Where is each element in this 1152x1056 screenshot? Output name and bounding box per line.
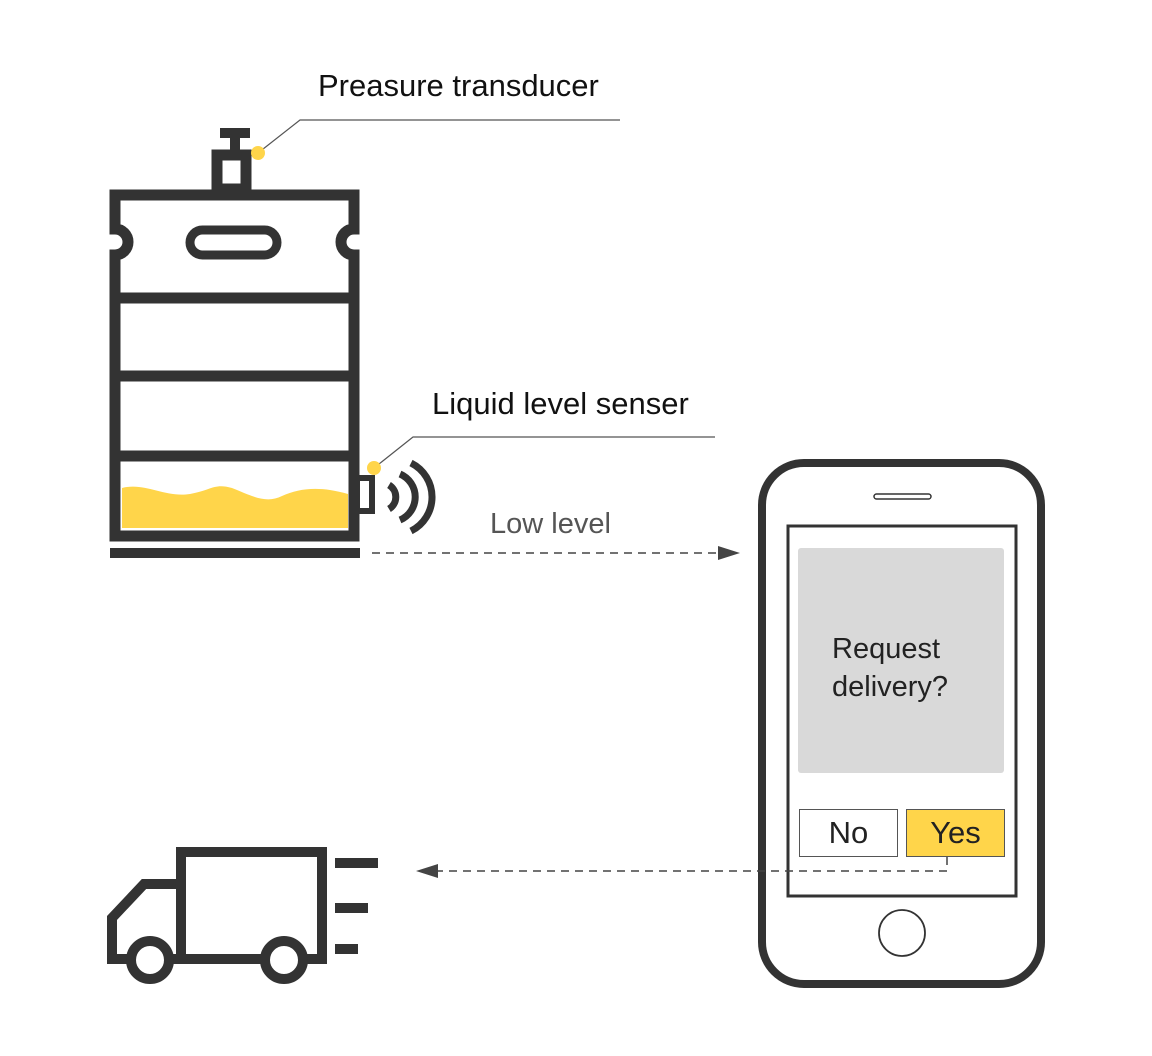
speed-line-1 [335,858,378,868]
phone-frame [758,459,1045,988]
speed-line-2 [335,903,368,913]
truck-body [107,847,327,964]
low-level-arrowhead [718,546,740,560]
low-level-arrow [372,546,740,560]
keg-liquid-fill [122,486,348,528]
keg-valve-cap [220,128,250,138]
signal-arc-1 [386,482,400,512]
phone-home-button[interactable] [878,909,926,957]
pressure-callout [257,119,620,154]
liquid-leader-line [373,436,715,469]
no-button[interactable]: No [799,809,898,857]
keg-valve-body [211,149,252,195]
delivery-truck-icon [107,847,378,984]
prompt-line-1: Request [832,633,941,665]
delivery-arrow [416,857,948,878]
keg-base [110,548,360,558]
keg-body [109,189,360,542]
wireless-signal-icon [386,459,436,535]
delivery-arrow-line [438,857,948,872]
liquid-callout [373,436,715,469]
speed-line-3 [335,944,358,954]
pressure-leader-line [257,119,620,154]
request-delivery-prompt: Request delivery? [832,630,948,706]
truck-front-wheel [260,936,308,984]
liquid-level-sensor-label: Liquid level senser [432,386,689,421]
keg-handle [185,225,282,260]
keg-icon [109,128,375,558]
yes-button[interactable]: Yes [906,809,1005,857]
pressure-transducer-label: Preasure transducer [318,68,599,103]
liquid-callout-dot [367,461,381,475]
low-level-label: Low level [490,508,611,540]
signal-arc-3 [409,459,436,535]
keg-valve-stem [230,138,240,152]
delivery-arrowhead [416,864,438,878]
liquid-level-sensor [354,475,375,514]
prompt-line-2: delivery? [832,671,949,703]
truck-rear-wheel [126,936,174,984]
phone-speaker [873,493,932,500]
signal-arc-2 [398,470,419,524]
screen-message-panel [798,548,1004,773]
pressure-callout-dot [251,146,265,160]
smartphone-icon [758,459,1045,988]
